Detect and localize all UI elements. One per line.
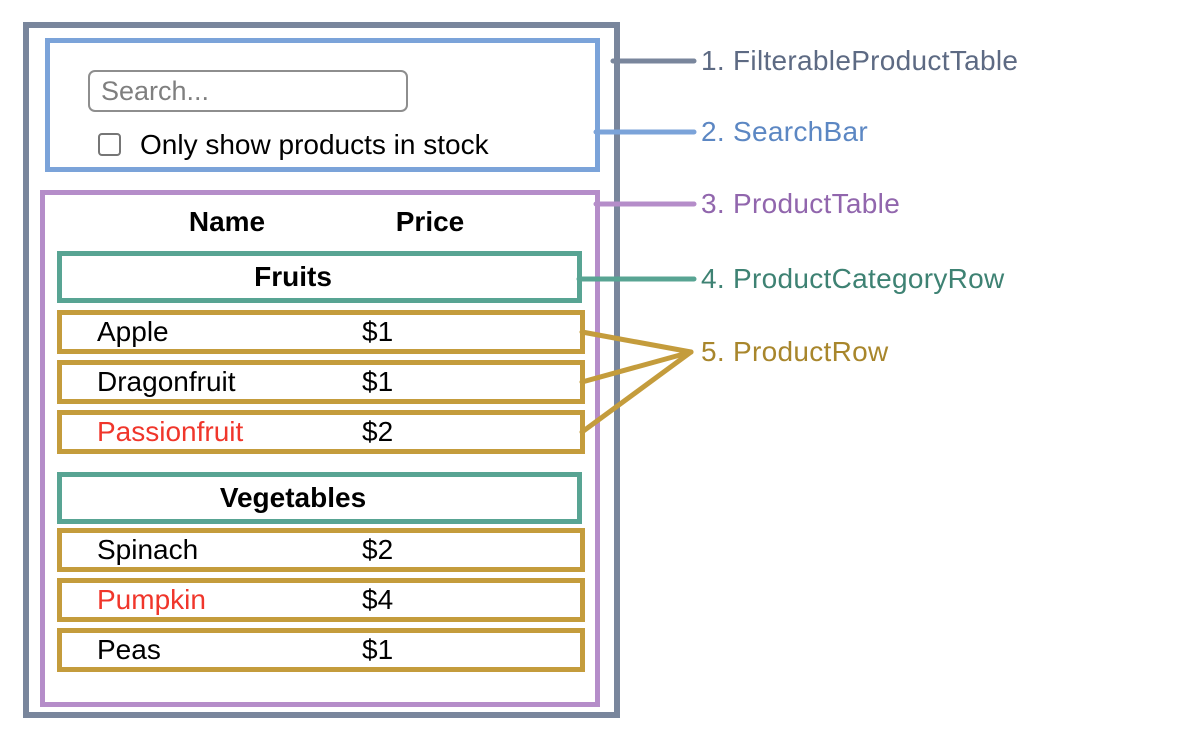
legend-label-3: 3. ProductTable — [701, 188, 901, 219]
stock-checkbox[interactable] — [98, 133, 121, 156]
product-name: Pumpkin — [97, 584, 206, 615]
product-name: Peas — [97, 634, 161, 665]
search-input[interactable] — [88, 70, 408, 112]
column-header-price: Price — [395, 206, 465, 237]
product-category-row: Fruits — [57, 251, 582, 303]
product-price: $1 — [362, 366, 394, 397]
product-name: Apple — [97, 316, 169, 347]
product-price: $2 — [362, 416, 394, 447]
category-label: Fruits — [254, 261, 332, 292]
product-row: Passionfruit $2 — [57, 410, 585, 454]
legend-label-4: 4. ProductCategoryRow — [701, 263, 1005, 294]
legend-label-5: 5. ProductRow — [701, 336, 889, 367]
product-price: $4 — [362, 584, 394, 615]
product-price: $2 — [362, 534, 394, 565]
product-price: $1 — [362, 634, 394, 665]
product-row: Pumpkin $4 — [57, 578, 585, 622]
product-name: Dragonfruit — [97, 366, 236, 397]
product-row: Dragonfruit $1 — [57, 360, 585, 404]
product-row: Peas $1 — [57, 628, 585, 672]
product-price: $1 — [362, 316, 394, 347]
search-bar-box — [45, 38, 600, 172]
product-category-row: Vegetables — [57, 472, 582, 524]
column-header-name: Name — [188, 206, 266, 237]
legend-label-1: 1. FilterableProductTable — [701, 45, 1019, 76]
product-table-box — [40, 190, 600, 707]
product-row: Apple $1 — [57, 310, 585, 354]
product-name: Spinach — [97, 534, 199, 565]
product-name: Passionfruit — [97, 416, 244, 447]
stock-checkbox-label: Only show products in stock — [140, 129, 489, 160]
legend-label-2: 2. SearchBar — [701, 116, 869, 147]
category-label: Vegetables — [219, 482, 367, 513]
product-row: Spinach $2 — [57, 528, 585, 572]
